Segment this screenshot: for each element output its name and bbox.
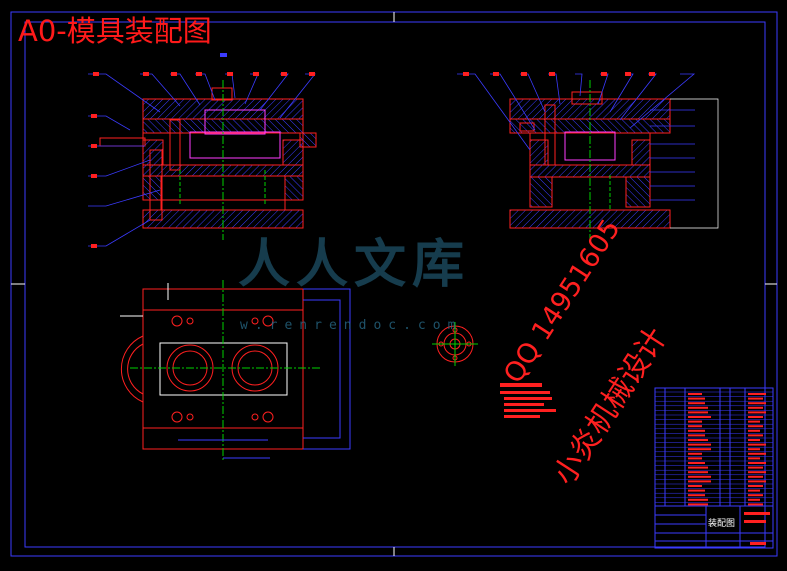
side-section-view [457,72,719,240]
front-section-view [88,53,317,248]
drawing-title: A0-模具装配图 [18,14,212,48]
plan-view [120,280,351,460]
title-block-drawing-name: 装配图 [708,519,736,529]
parts-list [654,387,774,507]
detail-view [432,322,478,366]
watermark-site-url: w.renrendoc.com [240,318,463,333]
technical-notes [500,383,556,418]
title-block [654,505,774,549]
watermark-site-name: 人人文库 [238,235,471,295]
